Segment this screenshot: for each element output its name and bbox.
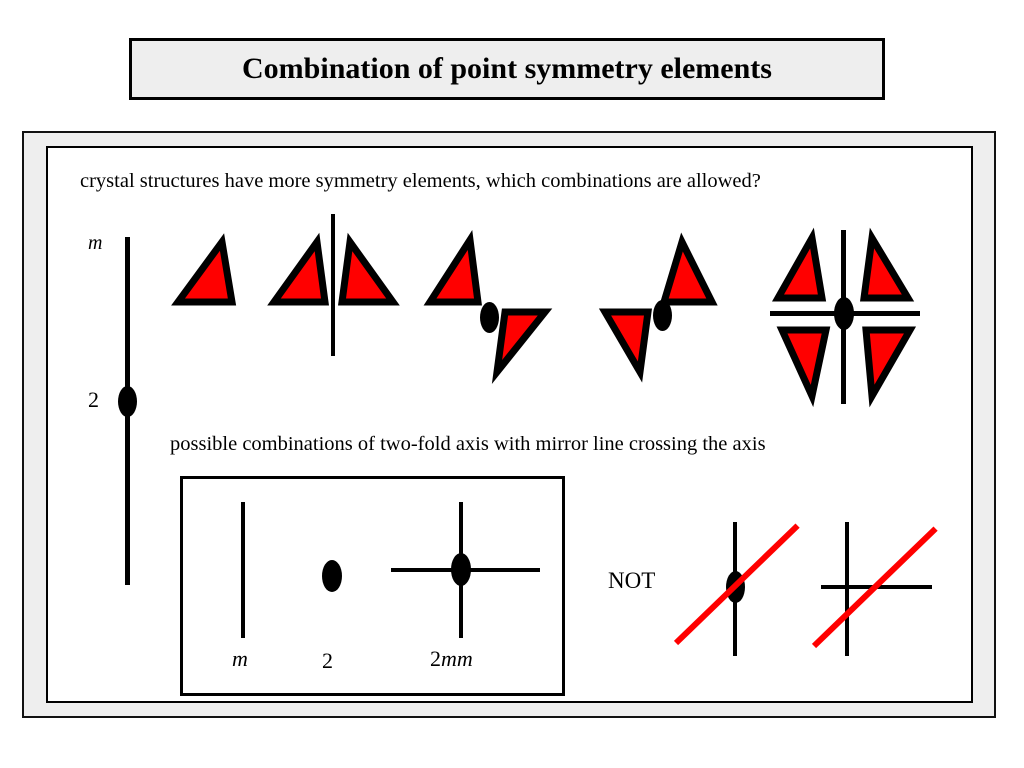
page-title: Combination of point symmetry elements [242, 52, 772, 85]
combo-label-2mm-digit: 2 [430, 646, 441, 671]
mirror-line-group2 [331, 214, 335, 356]
combo-twofold-axis-icon [322, 560, 342, 592]
combo-label-twofold-mm: 2mm [430, 646, 473, 672]
combo-label-mirror: m [232, 646, 248, 671]
combo-mirror-line [241, 502, 245, 638]
twofold-axis-icon-group4 [653, 300, 672, 331]
legend-label-mirror: m [88, 232, 103, 254]
twofold-axis-icon-group3 [480, 302, 499, 333]
legend-label-twofold: 2 [88, 387, 99, 412]
combo-label-twofold: 2 [322, 648, 333, 673]
legend-twofold-axis-icon [118, 386, 137, 417]
question-text: crystal structures have more symmetry el… [80, 170, 761, 192]
combo-2mm-twofold-axis-icon [451, 553, 471, 586]
title-banner: Combination of point symmetry elements [129, 38, 885, 100]
twofold-axis-icon-group5 [834, 297, 854, 330]
combo-label-2mm-mm: mm [441, 646, 473, 671]
forbidden2-vertical-line [845, 522, 849, 656]
subcaption-text: possible combinations of two-fold axis w… [170, 433, 766, 455]
forbidden-label: NOT [608, 568, 656, 593]
